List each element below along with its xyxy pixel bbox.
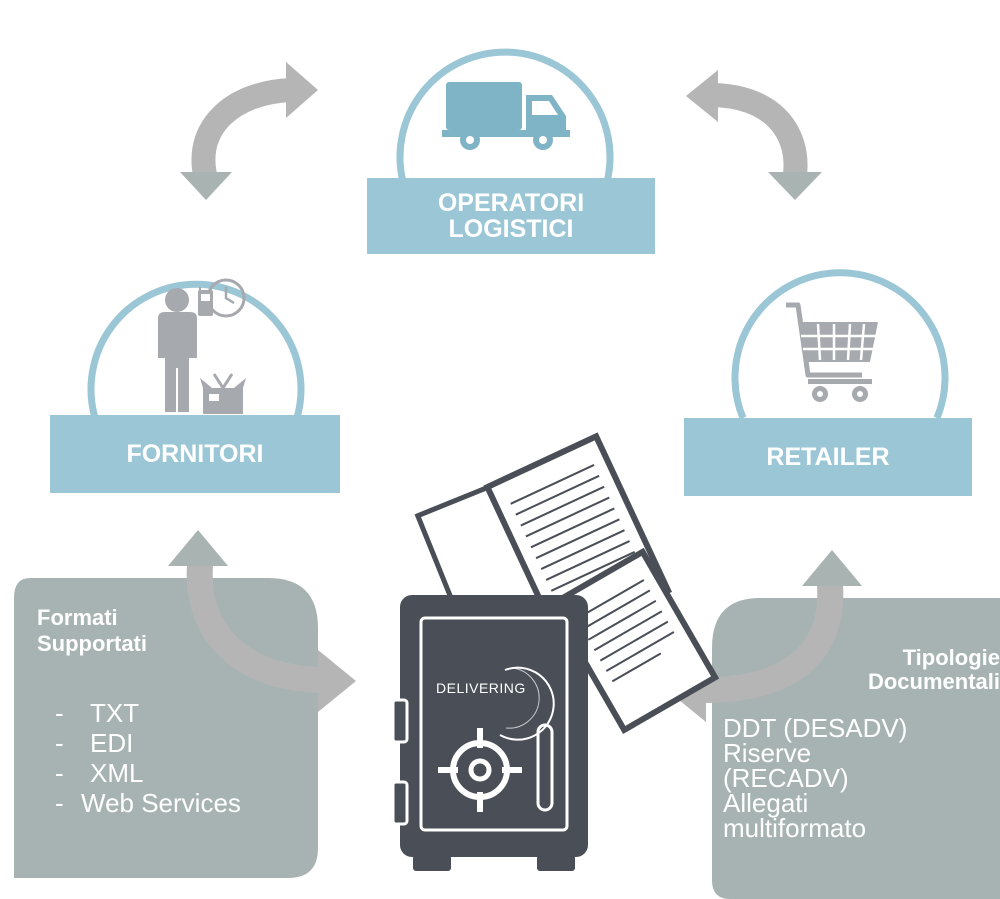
person-icon xyxy=(158,288,197,412)
documents-icon xyxy=(414,432,720,735)
node-operatori-label: OPERATORI LOGISTICI xyxy=(437,188,585,243)
node-operatori xyxy=(367,48,655,254)
dial-icon xyxy=(438,728,522,812)
safe-icon xyxy=(391,595,588,871)
safe-brand: DELIVERING xyxy=(436,680,526,696)
list-item: -EDI xyxy=(55,728,134,758)
doc-types-list: DDT (DESADV) Riserve (RECADV) Allegati m… xyxy=(723,713,908,843)
node-fornitori xyxy=(50,278,340,493)
shopping-cart-icon xyxy=(786,302,878,402)
list-item: Riserve xyxy=(723,738,812,768)
arrow-fornitori-operatori xyxy=(180,62,318,200)
list-item: DDT (DESADV) xyxy=(723,713,908,743)
list-item: (RECADV) xyxy=(723,763,849,793)
list-item: -XML xyxy=(55,758,144,788)
doc-types-title: Tipologie Documentali xyxy=(867,645,1000,694)
formats-title: Formati Supportati xyxy=(37,605,147,656)
node-retailer-label: RETAILER xyxy=(766,442,890,471)
list-item: -Web Services xyxy=(55,788,241,818)
list-item: multiformato xyxy=(723,813,867,843)
truck-icon xyxy=(442,82,570,150)
arrow-formats-loop xyxy=(168,530,356,712)
node-fornitori-label: FORNITORI xyxy=(126,439,264,468)
arrow-operatori-retailer xyxy=(686,70,822,200)
box-icon xyxy=(200,373,246,414)
node-retailer xyxy=(684,269,972,496)
list-item: -TXT xyxy=(55,698,140,728)
formats-list: -TXT -EDI -XML -Web Services xyxy=(55,698,241,818)
phone-clock-icon xyxy=(198,278,246,318)
list-item: Allegati xyxy=(723,788,809,818)
